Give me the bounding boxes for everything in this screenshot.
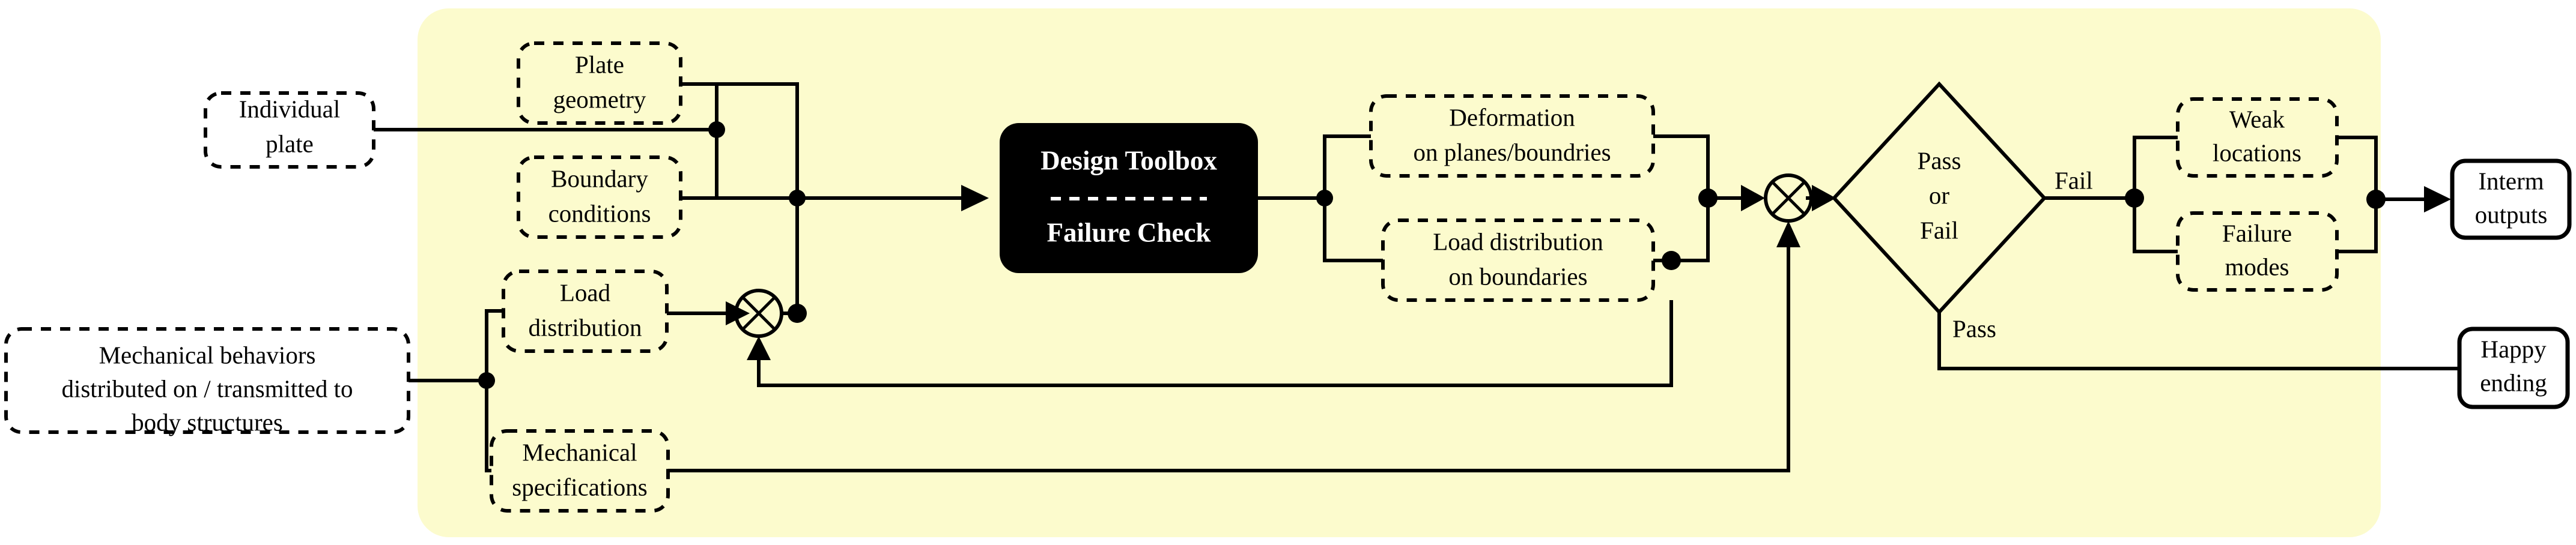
- weak-locations-label-2: locations: [2213, 139, 2301, 166]
- mixer-left-cross: [741, 296, 776, 331]
- plate-geometry-box: [517, 41, 682, 125]
- happy-ending-box: [2457, 327, 2570, 409]
- failure-modes-label-1: Failure: [2222, 219, 2292, 247]
- mechanical-behaviors-box: [4, 327, 410, 434]
- failure-modes-label-2: modes: [2225, 253, 2289, 280]
- happy-ending-label-2: ending: [2480, 369, 2547, 396]
- mechanical-behaviors-label-2: distributed on / transmitted to: [61, 375, 353, 402]
- node-design-toolbox[interactable]: Design Toolbox Failure Check: [1000, 123, 1258, 273]
- happy-ending-label-1: Happy: [2480, 335, 2547, 363]
- load-distribution-output-label-1: Load distribution: [1433, 227, 1603, 255]
- node-failure-modes[interactable]: Failure modes: [2176, 211, 2339, 292]
- node-deformation[interactable]: Deformation on planes/boundries: [1369, 94, 1655, 178]
- individual-plate-label-1: Individual: [239, 95, 341, 122]
- deformation-label-2: on planes/boundries: [1413, 138, 1611, 166]
- node-plate-geometry[interactable]: Plate geometry: [517, 41, 682, 125]
- design-process-panel: [418, 8, 2381, 537]
- deformation-label-1: Deformation: [1449, 103, 1575, 131]
- mechanical-behaviors-label-3: body structures: [132, 408, 283, 436]
- plate-geometry-label-2: geometry: [553, 85, 646, 113]
- deformation-box: [1369, 94, 1655, 178]
- edge-label-fail: Fail: [2055, 166, 2093, 194]
- arrow-feedback-into-mixer-left: [747, 336, 771, 360]
- node-interm-outputs[interactable]: Interm outputs: [2450, 158, 2572, 240]
- mixer-right-cross: [1771, 181, 1806, 215]
- decision-labels: Pass or Fail: [1918, 146, 1961, 244]
- wires: [374, 81, 2459, 472]
- node-weak-locations[interactable]: Weak locations: [2176, 97, 2339, 178]
- design-toolbox-title: Design Toolbox: [1040, 145, 1217, 175]
- individual-plate-label-2: plate: [266, 130, 314, 157]
- arrow-into-decision: [1812, 185, 1836, 211]
- decision-label-1: Pass: [1918, 146, 1961, 174]
- weak-locations-label-1: Weak: [2229, 105, 2285, 133]
- boundary-conditions-label-1: Boundary: [551, 164, 648, 192]
- load-distribution-input-label-2: distribution: [528, 313, 642, 341]
- design-toolbox-subtitle: Failure Check: [1047, 217, 1211, 247]
- failure-modes-box: [2176, 211, 2339, 292]
- mechanical-behaviors-label-1: Mechanical behaviors: [99, 341, 316, 369]
- interm-outputs-label-2: outputs: [2475, 200, 2548, 228]
- plate-geometry-label-1: Plate: [575, 50, 624, 78]
- interm-outputs-label-1: Interm: [2478, 167, 2544, 194]
- weak-locations-box: [2176, 97, 2339, 178]
- mechanical-specifications-label-1: Mechanical: [522, 438, 637, 466]
- individual-plate-box: [204, 91, 375, 169]
- mechanical-specifications-box: [490, 429, 670, 513]
- arrow-into-mixer-right: [1741, 185, 1765, 211]
- node-load-distribution-output[interactable]: Load distribution on boundaries: [1381, 218, 1655, 302]
- node-happy-ending[interactable]: Happy ending: [2457, 327, 2570, 409]
- node-load-distribution-input[interactable]: Load distribution: [502, 269, 669, 353]
- load-distribution-input-box: [502, 269, 669, 353]
- mechanical-specifications-label-2: specifications: [512, 473, 647, 501]
- node-boundary-conditions[interactable]: Boundary conditions: [517, 155, 682, 239]
- load-distribution-output-box: [1381, 218, 1655, 302]
- arrow-into-interm-outputs: [2424, 186, 2451, 212]
- boundary-conditions-box: [517, 155, 682, 239]
- node-mechanical-behaviors[interactable]: Mechanical behaviors distributed on / tr…: [4, 327, 410, 436]
- interm-outputs-box: [2450, 158, 2572, 240]
- load-distribution-output-label-2: on boundaries: [1448, 262, 1587, 290]
- decision-label-3: Fail: [1920, 216, 1958, 244]
- arrow-spec-into-mixer-right: [1776, 221, 1800, 247]
- boundary-conditions-label-2: conditions: [548, 199, 651, 227]
- node-individual-plate[interactable]: Individual plate: [204, 91, 375, 169]
- load-distribution-input-label-1: Load: [560, 279, 610, 306]
- node-mechanical-specifications[interactable]: Mechanical specifications: [490, 429, 670, 513]
- arrow-into-design-toolbox: [961, 185, 989, 211]
- decision-label-2: or: [1929, 181, 1950, 209]
- edge-label-pass: Pass: [1952, 315, 1996, 342]
